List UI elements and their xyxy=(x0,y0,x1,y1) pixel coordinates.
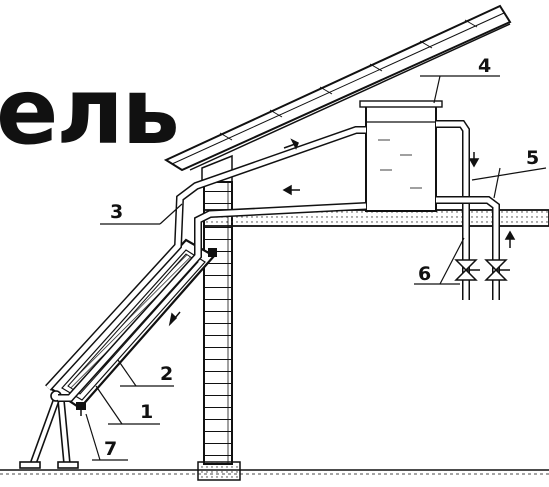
storage-tank xyxy=(359,100,443,212)
flow-arrows xyxy=(168,138,516,327)
label-2: 2 xyxy=(160,363,173,385)
ground xyxy=(0,469,549,475)
drain-plug xyxy=(76,402,86,416)
return-pipe xyxy=(58,202,367,402)
brick-wall xyxy=(197,181,241,481)
roof xyxy=(163,4,512,187)
leader-lines xyxy=(85,75,547,461)
valve-hot xyxy=(454,259,480,281)
heading-fragment: ель xyxy=(0,58,180,165)
label-3: 3 xyxy=(110,201,123,223)
hot-pipe xyxy=(45,126,366,391)
hot-outlet-pipe xyxy=(436,120,470,300)
label-7: 7 xyxy=(104,438,117,460)
valve-cold xyxy=(484,259,510,281)
cold-inlet-pipe xyxy=(436,196,500,300)
label-4: 4 xyxy=(478,55,491,77)
label-5: 5 xyxy=(526,147,539,169)
collector-supports xyxy=(19,390,79,469)
label-1: 1 xyxy=(140,401,153,423)
label-6: 6 xyxy=(418,263,431,285)
